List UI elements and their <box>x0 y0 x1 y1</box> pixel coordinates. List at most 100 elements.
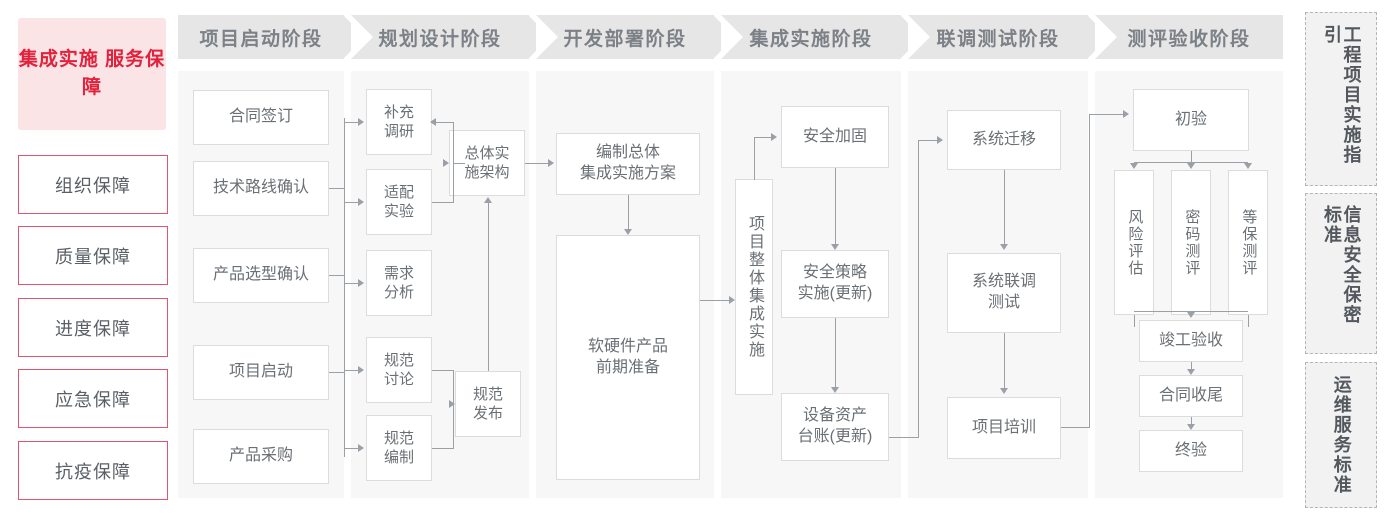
phase-header-4[interactable]: 集成实施阶段 <box>721 15 922 59</box>
node-p1-3[interactable]: 项目启动 <box>193 345 329 400</box>
node-p2-6[interactable]: 规范 发布 <box>455 371 521 437</box>
arrow-to-p2-3 <box>358 366 364 374</box>
node-p1-1-label: 技术路线确认 <box>212 179 309 197</box>
node-p6-0[interactable]: 初验 <box>1133 89 1249 151</box>
node-p1-2[interactable]: 产品选型确认 <box>193 248 329 303</box>
guarantee-item-0[interactable]: 组织保障 <box>18 155 168 214</box>
arrow-p4-to-p5 <box>937 136 943 144</box>
node-p5-0[interactable]: 系统迁移 <box>947 110 1061 170</box>
guarantee-item-1-label: 质量保障 <box>55 246 131 267</box>
node-p2-3[interactable]: 规范 讨论 <box>366 337 432 403</box>
arrow-to-completion <box>1187 312 1195 318</box>
connector-p1-spine <box>344 118 345 457</box>
node-p5-2[interactable]: 项目培训 <box>947 397 1061 459</box>
phase-header-6[interactable]: 测评验收阶段 <box>1095 15 1283 59</box>
node-p1-0[interactable]: 合同签订 <box>193 90 329 145</box>
guarantee-item-3[interactable]: 应急保障 <box>18 369 168 428</box>
node-p6-1-label: 风险评估 <box>1126 208 1144 277</box>
node-p2-1[interactable]: 适配 实验 <box>366 169 432 235</box>
node-p6-1[interactable]: 风险评估 <box>1114 170 1154 315</box>
connector-p5-to-p6-h1 <box>1061 427 1090 428</box>
arrow-arch-to-p3 <box>548 159 554 167</box>
connector-p4-1-to-2 <box>835 168 836 244</box>
guarantee-item-2-label: 进度保障 <box>55 318 131 339</box>
connector-p5-0-to-1 <box>1004 170 1005 244</box>
arrow-to-p2-1 <box>358 198 364 206</box>
node-p4-3[interactable]: 设备资产 台账(更新) <box>781 393 889 461</box>
guarantee-item-4[interactable]: 抗疫保障 <box>18 441 168 500</box>
node-p6-6-label: 终验 <box>1174 441 1207 459</box>
arrow-spec-to-arch <box>484 197 492 203</box>
standard-box-2[interactable]: 运维服务标准 <box>1305 362 1377 508</box>
connector-p5-to-p6-h2 <box>1089 114 1123 115</box>
node-p5-1[interactable]: 系统联调 测试 <box>947 253 1061 333</box>
standard-box-1[interactable]: 信息安全保密标准 <box>1305 193 1377 354</box>
standard-box-0[interactable]: 工程项目实施指引 <box>1305 12 1377 186</box>
node-p4-2-label: 安全策略 实施(更新) <box>797 264 873 302</box>
standard-box-2-label: 运维服务标准 <box>1331 375 1352 495</box>
connector-p4-to-p5-h1 <box>889 437 919 438</box>
node-p6-3-label: 等保测评 <box>1240 208 1258 277</box>
node-p2-2[interactable]: 需求 分析 <box>366 250 432 316</box>
node-p1-4-label: 产品采购 <box>228 447 293 465</box>
phase-header-5[interactable]: 联调测试阶段 <box>908 15 1109 59</box>
node-p4-1-label: 安全加固 <box>802 127 867 145</box>
node-p4-0-label: 项目整体集成实施 <box>746 215 763 359</box>
connector-to-p2-1 <box>344 202 358 203</box>
connector-p1-3-tap <box>329 372 344 373</box>
arrow-p4-1-to-2 <box>831 244 839 250</box>
node-p3-0[interactable]: 编制总体 集成实施方案 <box>556 133 700 195</box>
phase-header-5-label: 联调测试阶段 <box>936 28 1060 50</box>
node-p3-0-label: 编制总体 集成实施方案 <box>579 144 676 182</box>
node-p6-4-label: 竣工验收 <box>1158 331 1223 349</box>
node-p2-4[interactable]: 规范 编制 <box>366 415 432 481</box>
guarantee-item-1[interactable]: 质量保障 <box>18 226 168 285</box>
connector-p4-0-to-sec <box>754 137 771 138</box>
node-p3-1[interactable]: 软硬件产品 前期准备 <box>556 235 700 480</box>
connector-to-p2-4 <box>344 448 358 449</box>
node-p2-2-label: 需求 分析 <box>383 264 414 302</box>
arrow-to-p2-0-back <box>430 118 436 126</box>
arrow-to-p2-2 <box>358 279 364 287</box>
node-p6-6[interactable]: 终验 <box>1139 430 1243 472</box>
phase-header-2[interactable]: 规划设计阶段 <box>351 15 550 59</box>
node-p2-0[interactable]: 补充 调研 <box>366 89 432 155</box>
node-p1-1[interactable]: 技术路线确认 <box>193 161 329 216</box>
chevron-notch-icon <box>1095 15 1117 59</box>
arrow-p3-0-to-1 <box>624 229 632 235</box>
node-p2-1-label: 适配 实验 <box>383 183 414 221</box>
arrow-p4-to-secure <box>771 133 777 141</box>
phase-header-1[interactable]: 项目启动阶段 <box>178 15 365 59</box>
node-p1-3-label: 项目启动 <box>228 363 293 381</box>
node-p6-5[interactable]: 合同收尾 <box>1139 375 1243 417</box>
phase-header-3[interactable]: 开发部署阶段 <box>536 15 735 59</box>
connector-arch-to-p3 <box>525 163 548 164</box>
node-p1-4[interactable]: 产品采购 <box>193 429 329 484</box>
node-p6-2[interactable]: 密码测评 <box>1171 170 1211 315</box>
arrow-p5-0-to-1 <box>1000 244 1008 250</box>
connector-p3-0-to-1 <box>628 195 629 229</box>
connector-mlps-down <box>1248 315 1249 327</box>
node-p4-1[interactable]: 安全加固 <box>781 106 889 168</box>
phase-header-4-label: 集成实施阶段 <box>749 28 873 50</box>
connector-p5-1-to-2 <box>1004 333 1005 388</box>
node-p6-4[interactable]: 竣工验收 <box>1139 320 1243 362</box>
connector-p2-to-arch <box>453 163 465 164</box>
connector-to-p2-2 <box>344 283 358 284</box>
node-p5-0-label: 系统迁移 <box>971 130 1036 148</box>
node-p4-2[interactable]: 安全策略 实施(更新) <box>781 250 889 318</box>
guarantee-item-2[interactable]: 进度保障 <box>18 298 168 357</box>
connector-p2-4-out <box>432 448 454 449</box>
connector-to-p2-0 <box>344 122 358 123</box>
connector-p6-4-to-5 <box>1191 362 1192 369</box>
node-p3-1-label: 软硬件产品 前期准备 <box>587 337 668 376</box>
node-p1-2-label: 产品选型确认 <box>212 266 309 284</box>
arrow-to-crypto <box>1187 163 1195 169</box>
connector-p2-merge-v <box>453 122 454 203</box>
node-p4-0[interactable]: 项目整体集成实施 <box>735 179 773 395</box>
connector-p5-to-p6-v <box>1089 114 1090 427</box>
connector-p4-to-p5-h2 <box>918 140 937 141</box>
node-p6-3[interactable]: 等保测评 <box>1228 170 1268 315</box>
connector-p4-2-to-3 <box>835 318 836 387</box>
connector-p6-fanout <box>1134 162 1248 163</box>
